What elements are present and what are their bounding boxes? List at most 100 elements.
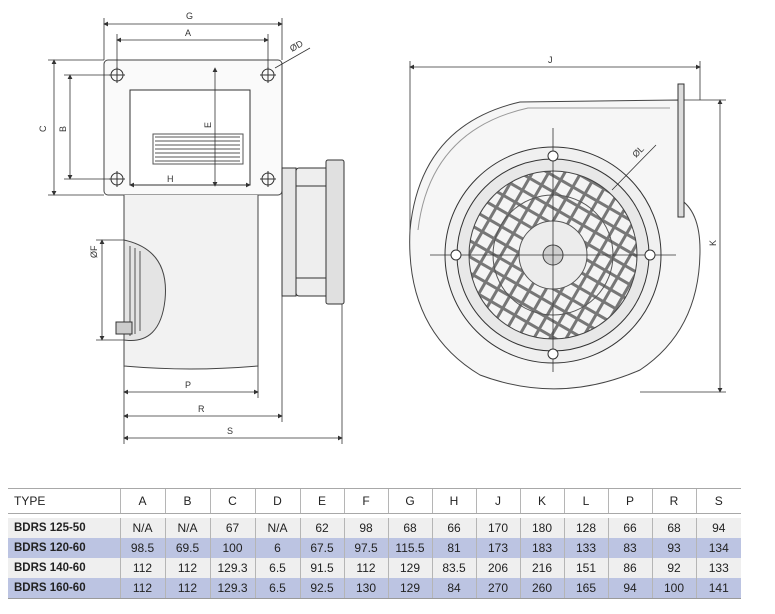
cell: 83 [607, 538, 652, 558]
dim-label-s: S [227, 426, 233, 436]
cell: 260 [519, 578, 564, 599]
front-view [409, 83, 701, 390]
cell: 128 [563, 518, 608, 538]
cell: 6.5 [254, 578, 300, 599]
cell: N/A [164, 518, 210, 538]
cell: 173 [475, 538, 520, 558]
table-row: BDRS 140-60 112 112 129.3 6.5 91.5 112 1… [8, 558, 741, 578]
cell: 129.3 [209, 558, 255, 578]
cell: 84 [431, 578, 476, 599]
cell: 112 [119, 578, 165, 599]
outlet-flange [677, 83, 685, 218]
dim-label-p: P [185, 380, 191, 390]
cell: 81 [431, 538, 476, 558]
cell: 6.5 [254, 558, 300, 578]
dim-label-j: J [548, 55, 553, 65]
dim-label-h: H [167, 174, 174, 184]
cable-gland [115, 321, 133, 335]
cell: 133 [695, 558, 741, 578]
header-h: H [431, 488, 476, 514]
table-row: BDRS 160-60 112 112 129.3 6.5 92.5 130 1… [8, 578, 741, 599]
cell: 141 [695, 578, 741, 599]
header-b: B [164, 488, 210, 514]
side-view [103, 59, 345, 370]
cell: 112 [343, 558, 388, 578]
cell: 112 [119, 558, 165, 578]
impeller-blades [152, 133, 244, 165]
cell: 112 [164, 578, 210, 599]
cell: 66 [431, 518, 476, 538]
cell: 91.5 [299, 558, 344, 578]
header-f: F [343, 488, 388, 514]
cell: 68 [651, 518, 696, 538]
dim-label-b: B [58, 126, 68, 132]
cell: 98.5 [119, 538, 165, 558]
cell: 129.3 [209, 578, 255, 599]
cell: 115.5 [387, 538, 432, 558]
side-view-dimensions [48, 18, 343, 444]
dim-label-c: C [38, 125, 48, 132]
cell-type: BDRS 125-50 [14, 522, 86, 534]
cell-type: BDRS 120-60 [14, 542, 86, 554]
dim-label-r: R [198, 404, 205, 414]
header-type: TYPE [8, 488, 120, 514]
cell: N/A [119, 518, 165, 538]
dim-label-e: E [203, 122, 213, 128]
cell: 67 [209, 518, 255, 538]
table-row: BDRS 125-50 N/A N/A 67 N/A 62 98 68 66 1… [8, 518, 741, 538]
dim-label-a: A [185, 28, 191, 38]
cell: 112 [164, 558, 210, 578]
cell: 151 [563, 558, 608, 578]
inlet-bolts [450, 150, 656, 360]
header-c: C [209, 488, 255, 514]
cell: 92 [651, 558, 696, 578]
cell: 98 [343, 518, 388, 538]
cell: 62 [299, 518, 344, 538]
cell: 68 [387, 518, 432, 538]
mounting-holes [109, 67, 276, 187]
cell: 216 [519, 558, 564, 578]
cell: 129 [387, 578, 432, 599]
cell: 97.5 [343, 538, 388, 558]
cell: 134 [695, 538, 741, 558]
front-view-dimensions [409, 61, 726, 393]
header-j: J [475, 488, 520, 514]
cell: 206 [475, 558, 520, 578]
cell: 6 [254, 538, 300, 558]
dim-label-g: G [186, 11, 193, 21]
technical-drawing: G A ØD C B E H ØF P R S [38, 11, 726, 444]
header-e: E [299, 488, 344, 514]
table-row: BDRS 120-60 98.5 69.5 100 6 67.5 97.5 11… [8, 538, 741, 558]
cell: 130 [343, 578, 388, 599]
cell: 100 [209, 538, 255, 558]
cell: 69.5 [164, 538, 210, 558]
cell: 67.5 [299, 538, 344, 558]
dimensions-table: TYPE A B C D E F G H J K L P R S BDRS 12… [8, 488, 741, 599]
cell: 94 [695, 518, 741, 538]
header-l: L [563, 488, 608, 514]
cell: 183 [519, 538, 564, 558]
header-r: R [651, 488, 696, 514]
cell: 83.5 [431, 558, 476, 578]
cell: 129 [387, 558, 432, 578]
side-view-dimension-labels: G A ØD C B E H ØF P R S [38, 11, 305, 436]
header-g: G [387, 488, 432, 514]
cell: 180 [519, 518, 564, 538]
cell-type: BDRS 140-60 [14, 562, 86, 574]
motor-ring [281, 167, 297, 297]
cell: 270 [475, 578, 520, 599]
header-s: S [695, 488, 741, 514]
cell: 66 [607, 518, 652, 538]
header-a: A [119, 488, 165, 514]
cell: 94 [607, 578, 652, 599]
cell: 165 [563, 578, 608, 599]
header-d: D [254, 488, 300, 514]
cell: 93 [651, 538, 696, 558]
dim-label-d: ØD [288, 38, 305, 54]
cell: 133 [563, 538, 608, 558]
dim-label-f: ØF [89, 245, 99, 258]
cell: 92.5 [299, 578, 344, 599]
header-k: K [519, 488, 564, 514]
cell-type: BDRS 160-60 [8, 578, 120, 599]
cell: N/A [254, 518, 300, 538]
